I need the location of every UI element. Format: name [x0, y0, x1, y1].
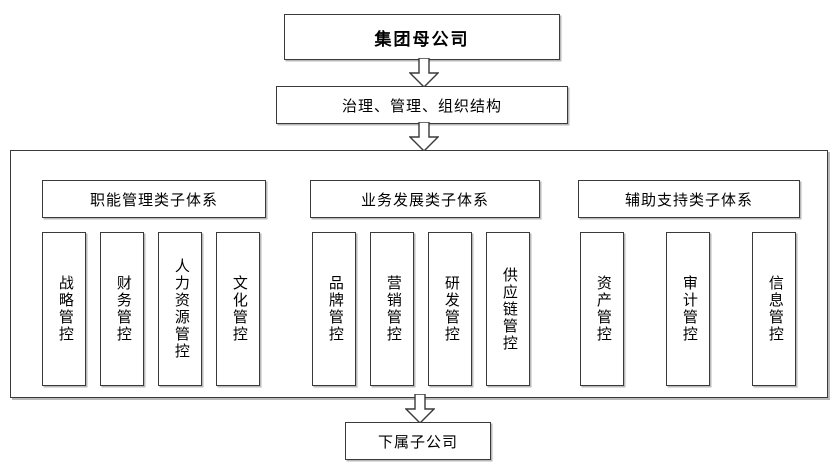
leaf-label: 资产管控: [594, 275, 611, 343]
leaf-asset-control: 资产管控: [580, 232, 624, 386]
node-subsidiary-company: 下属子公司: [345, 422, 491, 460]
leaf-audit-control: 审计管控: [666, 232, 710, 386]
node-parent-company: 集团母公司: [284, 14, 560, 60]
leaf-label: 供应链管控: [500, 266, 517, 352]
leaf-culture-control: 文化管控: [216, 232, 260, 386]
group-header-auxiliary-support: 辅助支持类子体系: [578, 180, 800, 218]
leaf-label: 信息管控: [766, 275, 783, 343]
group-header-functional-management: 职能管理类子体系: [42, 180, 266, 218]
group-header-business-development: 业务发展类子体系: [310, 180, 540, 218]
group-header-label: 辅助支持类子体系: [624, 192, 753, 209]
leaf-label: 品牌管控: [326, 275, 343, 343]
leaf-hr-control: 人力资源管控: [158, 232, 202, 386]
leaf-rnd-control: 研发管控: [428, 232, 472, 386]
node-governance-structure-label: 治理、管理、组织结构: [341, 98, 502, 115]
leaf-label: 研发管控: [442, 275, 459, 343]
arrow-top-to-structure-icon: [409, 58, 439, 88]
leaf-information-control: 信息管控: [752, 232, 796, 386]
leaf-finance-control: 财务管控: [100, 232, 144, 386]
group-header-label: 职能管理类子体系: [89, 192, 218, 209]
arrow-structure-to-systems-icon: [409, 122, 439, 152]
group-header-label: 业务发展类子体系: [360, 192, 489, 209]
leaf-label: 营销管控: [384, 275, 401, 343]
leaf-label: 财务管控: [114, 275, 131, 343]
leaf-strategy-control: 战略管控: [42, 232, 86, 386]
leaf-marketing-control: 营销管控: [370, 232, 414, 386]
leaf-label: 人力资源管控: [172, 258, 189, 360]
node-subsidiary-company-label: 下属子公司: [377, 434, 458, 451]
leaf-brand-control: 品牌管控: [312, 232, 356, 386]
arrow-systems-to-bottom-icon: [405, 394, 435, 424]
node-parent-company-label: 集团母公司: [374, 29, 470, 49]
leaf-label: 战略管控: [56, 275, 73, 343]
leaf-label: 审计管控: [680, 275, 697, 343]
leaf-supply-chain-control: 供应链管控: [486, 232, 530, 386]
leaf-label: 文化管控: [230, 275, 247, 343]
node-governance-structure: 治理、管理、组织结构: [276, 86, 568, 124]
